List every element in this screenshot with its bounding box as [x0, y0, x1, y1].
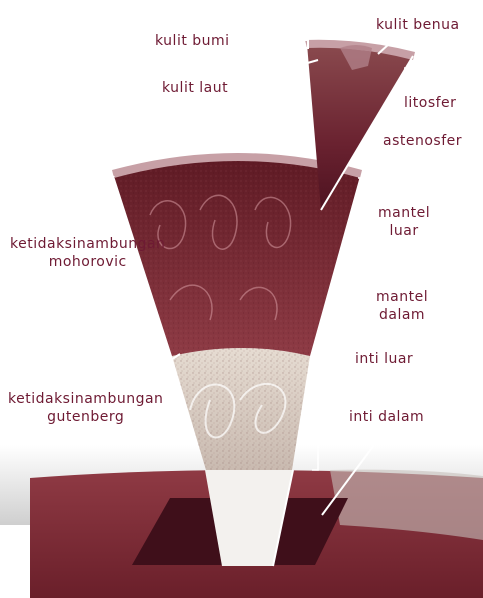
label-mantel-luar-line2: luar — [378, 222, 430, 240]
label-inti-luar: inti luar — [355, 350, 413, 368]
label-mantel-dalam: mantel dalam — [376, 288, 428, 324]
label-kulit-bumi: kulit bumi — [155, 32, 230, 50]
label-moho-line1: ketidaksinambungan — [10, 235, 165, 253]
crust-wedge — [307, 44, 413, 210]
label-mantel-dalam-line1: mantel — [376, 288, 428, 306]
mantel-dalam-bracket — [342, 268, 348, 356]
label-astenosfer: astenosfer — [383, 132, 462, 150]
label-kulit-laut: kulit laut — [162, 79, 228, 97]
label-gutenberg: ketidaksinambungan gutenberg — [8, 390, 163, 426]
leader-inti-luar — [318, 366, 356, 410]
label-moho: ketidaksinambungan mohorovic — [10, 235, 165, 271]
label-litosfer: litosfer — [404, 94, 456, 112]
leader-moho — [78, 176, 114, 218]
label-gutenberg-line1: ketidaksinambungan — [8, 390, 163, 408]
mantel-luar-bracket — [358, 178, 364, 262]
leader-mantel-luar — [366, 200, 376, 212]
label-gutenberg-line2: gutenberg — [8, 408, 163, 426]
label-mantel-luar: mantel luar — [378, 204, 430, 240]
leader-mantel-dalam — [350, 288, 372, 298]
leader-gutenberg — [140, 354, 180, 380]
label-mantel-luar-line1: mantel — [378, 204, 430, 222]
label-kulit-benua: kulit benua — [376, 16, 460, 34]
label-inti-dalam: inti dalam — [349, 408, 424, 426]
label-moho-line2: mohorovic — [10, 253, 165, 271]
label-mantel-dalam-line2: dalam — [376, 306, 428, 324]
